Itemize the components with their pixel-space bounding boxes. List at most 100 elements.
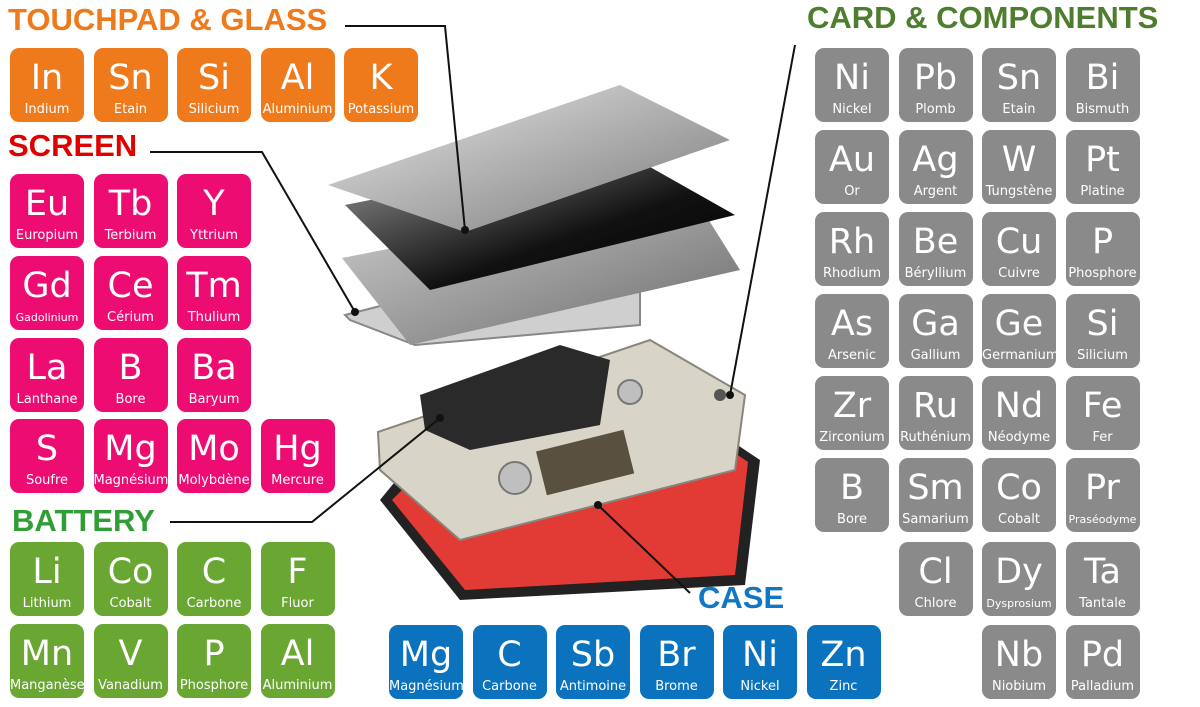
element-symbol: Dy bbox=[995, 552, 1043, 592]
element-symbol: Pr bbox=[1085, 468, 1120, 508]
element-name: Bore bbox=[837, 512, 867, 527]
element-symbol: B bbox=[118, 348, 143, 388]
element-name: Etain bbox=[113, 102, 148, 117]
element-symbol: Nb bbox=[994, 635, 1044, 675]
element-name: Argent bbox=[913, 184, 958, 199]
element-name: Nickel bbox=[740, 679, 780, 694]
element-symbol: Hg bbox=[273, 429, 322, 469]
element-name: Etain bbox=[1002, 102, 1036, 117]
element-name: Aluminium bbox=[262, 678, 333, 693]
element-symbol: W bbox=[1001, 140, 1037, 180]
element-name: Gadolinium bbox=[15, 311, 79, 324]
element-name: Palladium bbox=[1070, 679, 1135, 694]
element-symbol: Al bbox=[280, 634, 315, 674]
element-name: Or bbox=[844, 184, 860, 199]
element-name: Carbone bbox=[482, 679, 537, 694]
element-name: Samarium bbox=[902, 512, 969, 527]
element-symbol: Li bbox=[32, 552, 62, 592]
element-name: Baryum bbox=[188, 392, 240, 407]
element-symbol: Si bbox=[1086, 304, 1119, 344]
element-name: Zinc bbox=[829, 679, 858, 694]
element-symbol: Mg bbox=[104, 429, 157, 469]
element-symbol: Y bbox=[203, 184, 225, 224]
element-symbol: F bbox=[287, 552, 308, 592]
element-symbol: Zn bbox=[820, 635, 867, 675]
element-name: Phosphore bbox=[1068, 266, 1137, 281]
element-name: Béryllium bbox=[904, 266, 967, 281]
element-symbol: Pt bbox=[1085, 140, 1120, 180]
element-symbol: Tb bbox=[108, 184, 153, 224]
element-symbol: Ge bbox=[994, 304, 1044, 344]
element-name: Phosphore bbox=[179, 678, 249, 693]
element-symbol: Co bbox=[996, 468, 1042, 508]
board-frame bbox=[376, 338, 747, 542]
element-name: Cobalt bbox=[998, 512, 1040, 527]
element-name: Terbium bbox=[104, 228, 157, 243]
element-tile-battery: P Phosphore bbox=[177, 624, 251, 698]
heading-case: CASE bbox=[698, 580, 785, 615]
element-symbol: Mg bbox=[399, 635, 453, 675]
element-name: Potassium bbox=[347, 102, 415, 117]
element-symbol: Ce bbox=[107, 266, 154, 306]
element-name: Magnésium bbox=[93, 473, 168, 488]
element-symbol: Si bbox=[198, 58, 230, 98]
element-name: Plomb bbox=[915, 102, 956, 117]
element-symbol: Eu bbox=[24, 184, 70, 224]
element-name: Carbone bbox=[186, 596, 242, 611]
element-symbol: C bbox=[497, 635, 522, 675]
element-symbol: Ru bbox=[913, 386, 958, 426]
element-name: Soufre bbox=[25, 473, 69, 488]
element-name: Ruthénium bbox=[900, 430, 971, 445]
element-name: Yttrium bbox=[190, 228, 238, 243]
element-name: Arsenic bbox=[827, 348, 876, 363]
element-name: Manganèse bbox=[10, 678, 84, 693]
element-name: Magnésium bbox=[389, 679, 463, 694]
element-symbol: Tm bbox=[186, 266, 242, 306]
element-symbol: Sb bbox=[570, 635, 616, 675]
element-symbol: Sn bbox=[996, 58, 1042, 98]
element-symbol: Zr bbox=[832, 386, 872, 426]
element-symbol: Mn bbox=[20, 634, 74, 674]
element-symbol: C bbox=[201, 552, 227, 592]
element-name: Zirconium bbox=[819, 430, 885, 445]
element-symbol: Ba bbox=[191, 348, 237, 388]
element-name: Platine bbox=[1080, 184, 1125, 199]
element-name: Cuivre bbox=[998, 266, 1040, 281]
element-symbol: K bbox=[369, 58, 393, 98]
element-name: Chlore bbox=[914, 596, 957, 611]
element-symbol: P bbox=[203, 634, 225, 674]
element-name: Cobalt bbox=[109, 596, 152, 611]
element-symbol: Ni bbox=[834, 58, 870, 98]
element-name: Molybdène bbox=[178, 473, 250, 488]
element-name: Niobium bbox=[991, 679, 1047, 694]
